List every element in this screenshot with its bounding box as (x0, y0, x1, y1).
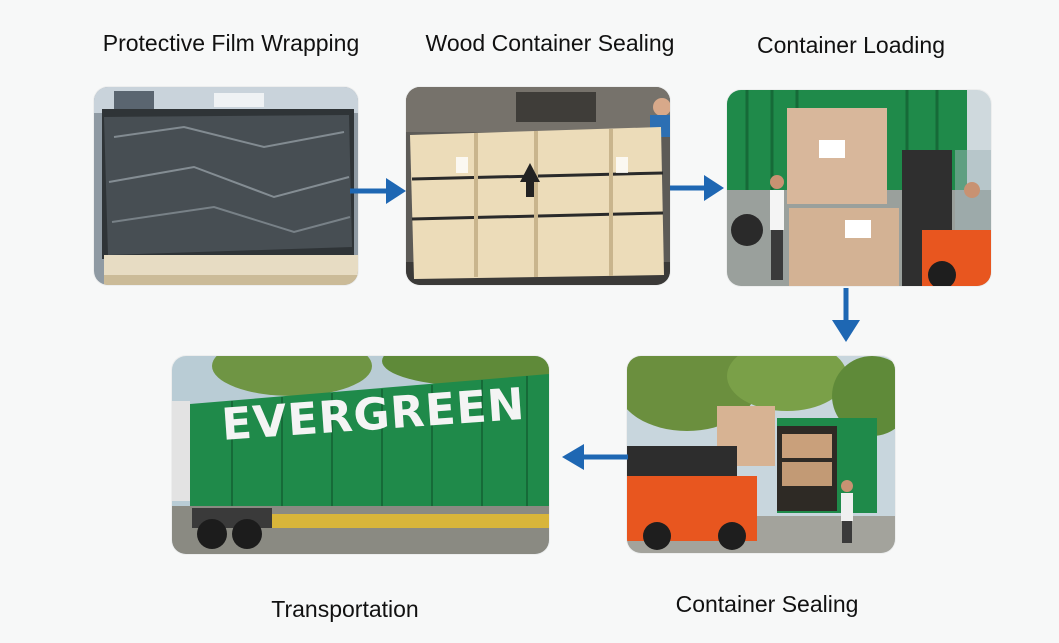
arrow-left (560, 440, 628, 474)
arrow-down (826, 288, 866, 344)
photo-wood-container (406, 87, 670, 285)
arrow-right-1 (350, 174, 408, 208)
photo-container-loading (727, 90, 991, 286)
photo-film-wrapping (94, 87, 358, 285)
step-2-label: Wood Container Sealing (425, 30, 675, 56)
photo-transportation: EVERGREEN (172, 356, 549, 554)
step-3-label: Container Loading (757, 32, 945, 58)
step-4-label: Container Sealing (675, 591, 859, 617)
photo-container-sealing (627, 356, 895, 553)
step-1-label: Protective Film Wrapping (102, 30, 360, 56)
arrow-right-2 (670, 171, 726, 205)
step-5-label: Transportation (271, 596, 419, 622)
